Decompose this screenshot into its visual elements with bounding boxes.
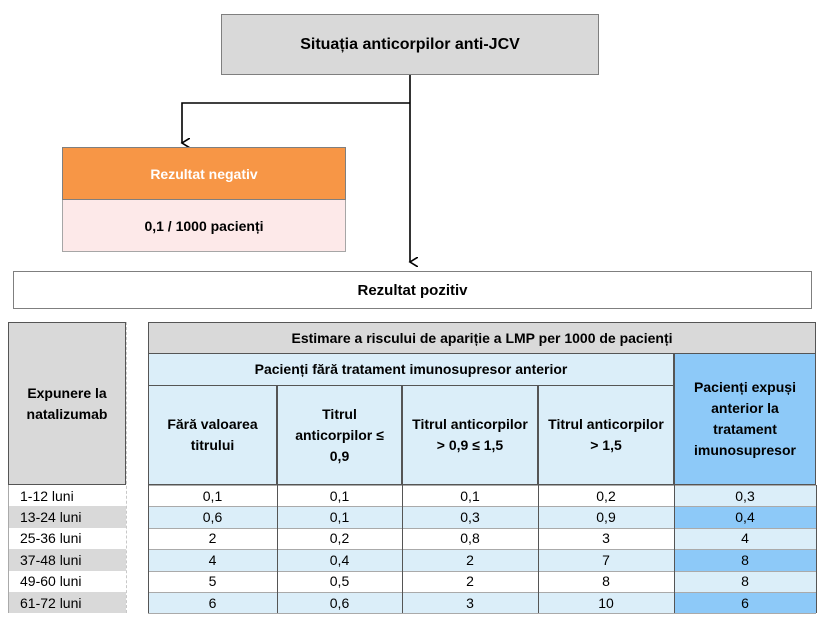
column-divider [674,485,675,614]
table-cell: 0,1 [402,485,538,507]
table-cell: 2 [148,527,277,550]
row-divider [148,570,816,572]
table-cell: 2 [402,549,538,571]
table-cell: 0,5 [277,570,402,592]
row-divider [148,549,816,551]
spacer-cell [126,592,148,614]
row-divider [148,592,816,593]
spacer-cell [126,527,148,550]
table-cell: 0,1 [148,485,277,507]
table-cell: 0,9 [538,506,674,528]
table-cell: 6 [674,592,816,614]
spacer-column-header [126,322,148,485]
negative-result-title: Rezultat negativ [62,147,346,200]
table-cell: 0,4 [674,506,816,528]
table-cell: 0,3 [402,506,538,528]
titer-le-09-header: Titrul anticorpilor ≤ 0,9 [277,386,402,485]
no-titer-header: Fără valoarea titrului [148,386,277,485]
row-divider [148,485,816,486]
table-cell: 8 [674,549,816,571]
spacer-cell [126,549,148,571]
table-cell: 6 [148,592,277,614]
row-divider [148,613,816,615]
spacer-divider [126,322,127,614]
table-cell: 10 [538,592,674,614]
table-cell: 0,6 [148,506,277,528]
titer-09-15-header: Titrul anticorpilor > 0,9 ≤ 1,5 [402,386,538,485]
row-divider [148,506,816,508]
table-cell: 0,1 [277,506,402,528]
no-immuno-header: Pacienți fără tratament imunosupresor an… [148,354,674,386]
table-cell: 7 [538,549,674,571]
table-cell: 0,6 [277,592,402,614]
column-divider [538,485,539,614]
immuno-header: Pacienți expuși anterior la tratament im… [674,354,816,485]
row-label: 61-72 luni [8,592,126,614]
table-cell: 3 [538,527,674,550]
row-label: 13-24 luni [8,506,126,528]
estimate-header: Estimare a riscului de apariție a LMP pe… [148,322,816,354]
table-cell: 0,2 [277,527,402,550]
table-cell: 4 [148,549,277,571]
table-left-border [8,485,9,614]
column-divider [816,485,817,614]
positive-result-box: Rezultat pozitiv [13,271,812,309]
spacer-cell [126,506,148,528]
table-cell: 0,8 [402,527,538,550]
table-cell: 0,2 [538,485,674,507]
anti-jcv-status-box: Situația anticorpilor anti-JCV [221,14,599,75]
table-cell: 0,3 [674,485,816,507]
table-cell: 2 [402,570,538,592]
table-cell: 0,1 [277,485,402,507]
row-label: 1-12 luni [8,485,126,507]
table-cell: 0,4 [277,549,402,571]
spacer-cell [126,485,148,507]
table-cell: 4 [674,527,816,550]
table-cell: 3 [402,592,538,614]
row-label: 37-48 luni [8,549,126,571]
row-label: 49-60 luni [8,570,126,592]
negative-arrow [182,102,410,143]
column-divider [277,485,278,614]
row-divider [148,527,816,529]
row-label: 25-36 luni [8,527,126,550]
column-divider [402,485,403,614]
spacer-cell [126,570,148,592]
negative-result-value: 0,1 / 1000 pacienți [62,200,346,252]
table-cell: 8 [674,570,816,592]
table-cell: 5 [148,570,277,592]
titer-gt-15-header: Titrul anticorpilor > 1,5 [538,386,674,485]
table-cell: 8 [538,570,674,592]
exposure-header: Expunere la natalizumab [8,322,126,485]
column-divider [148,485,149,614]
